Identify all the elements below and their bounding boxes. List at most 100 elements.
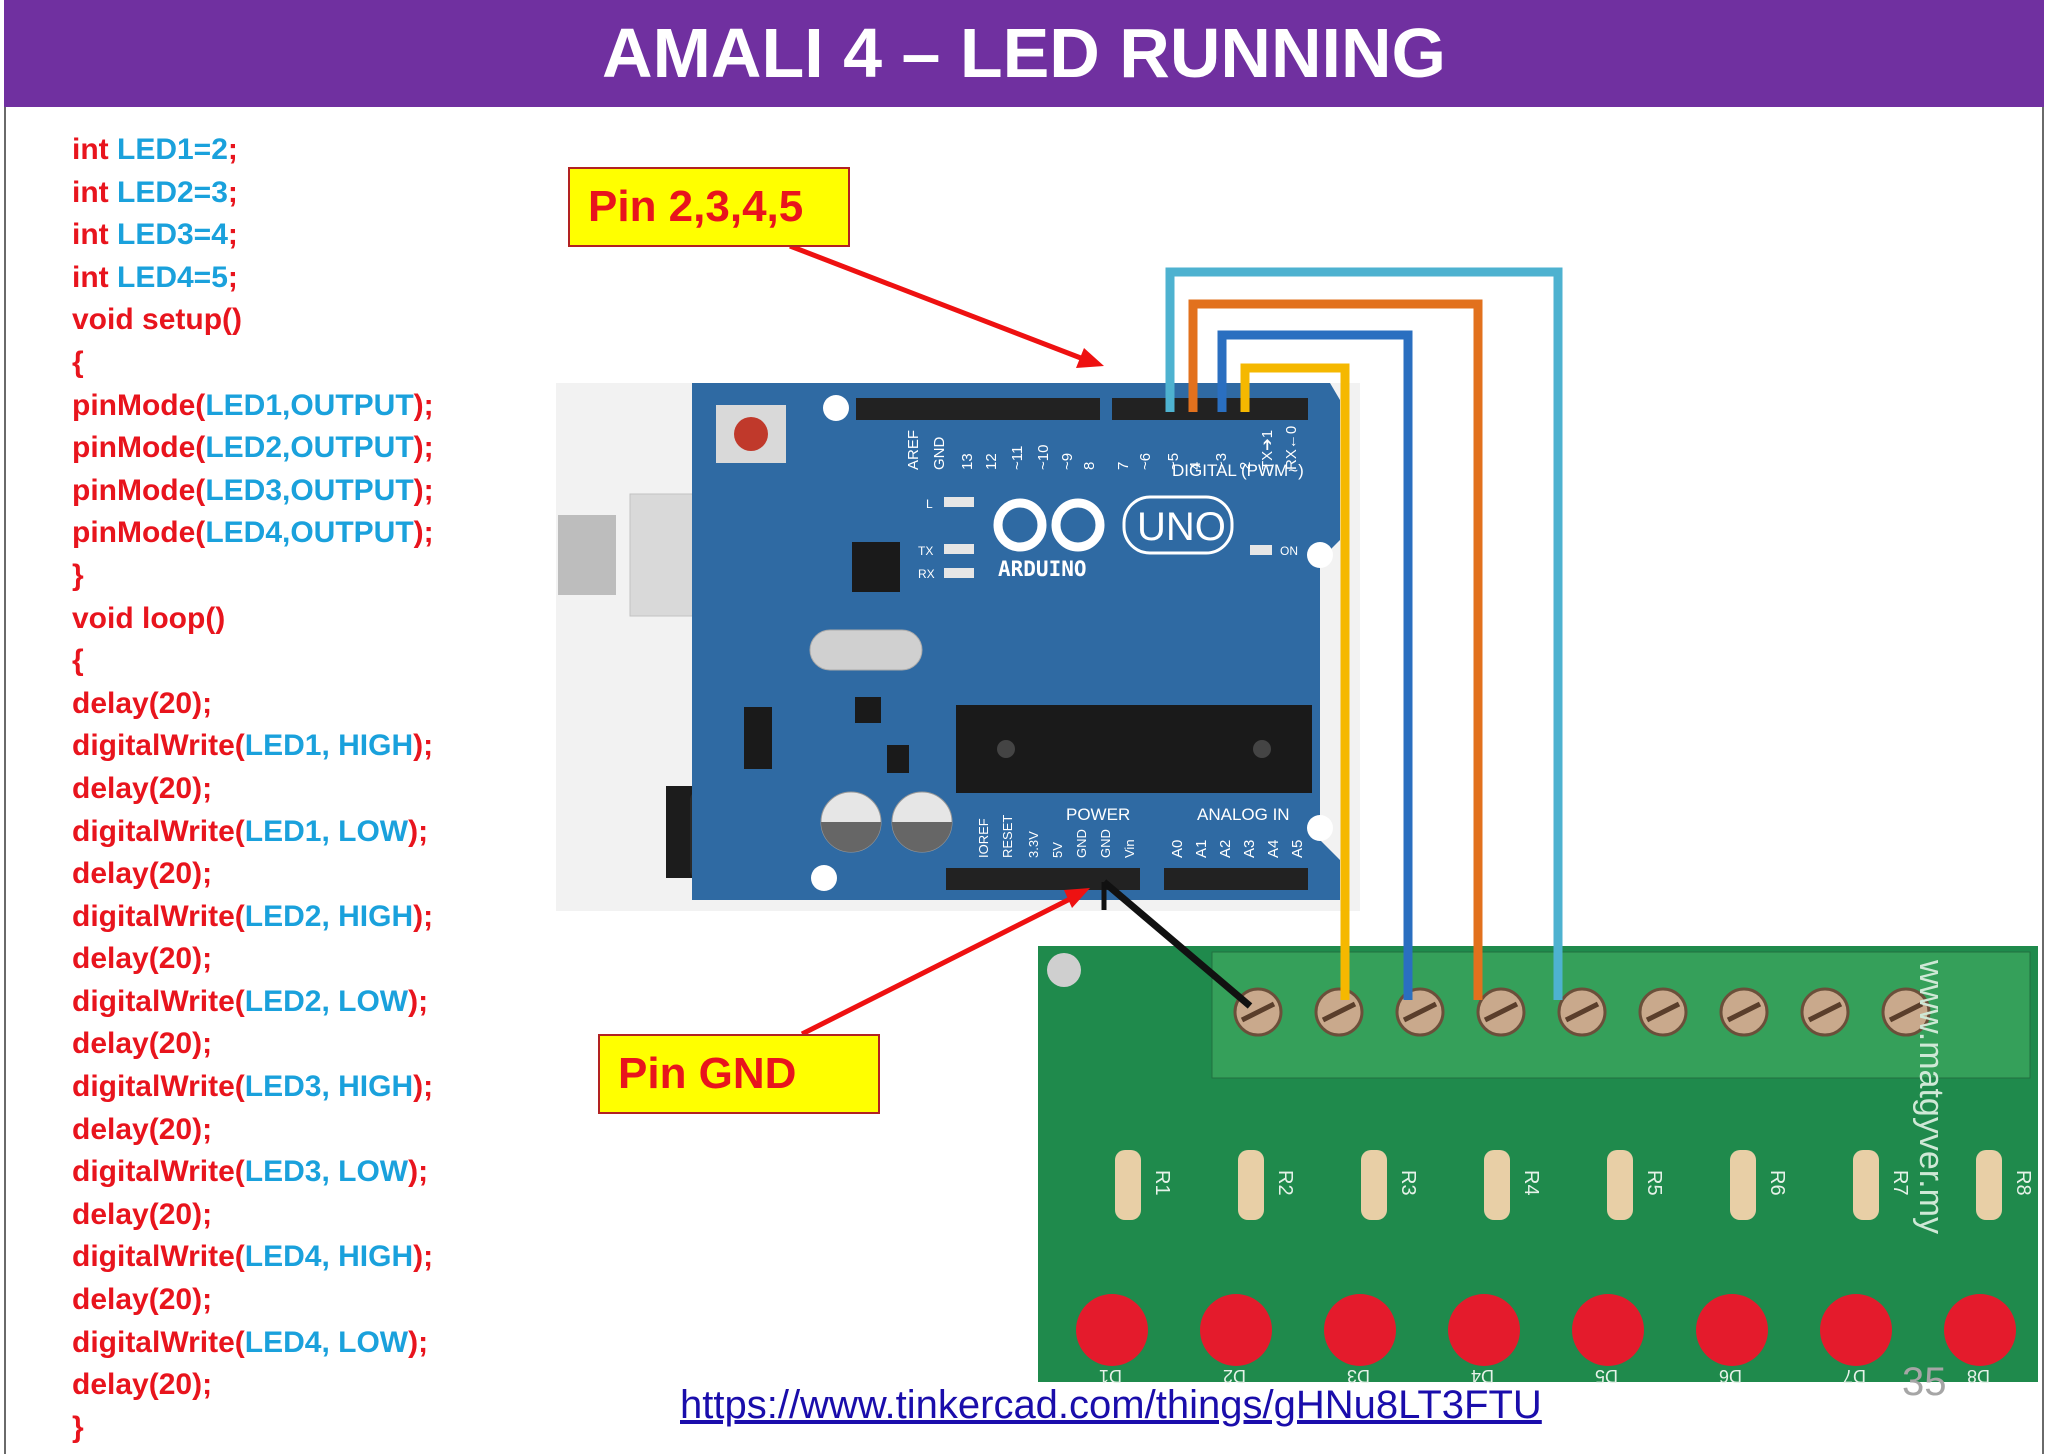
screw-slot	[1402, 1001, 1438, 1023]
code-token: ;	[227, 218, 238, 252]
crystal	[809, 629, 923, 671]
on-label: ON	[1280, 544, 1298, 558]
digital-pin-label: ~5	[1165, 453, 1182, 470]
code-token: pinMode(	[72, 431, 206, 465]
digital-pin-label: RX←0	[1283, 426, 1300, 470]
callout-pins: Pin 2,3,4,5	[568, 167, 850, 247]
digital-pin-label: 2	[1237, 462, 1254, 470]
arduino-logo: ARDUINO	[993, 498, 1105, 581]
digital-header-right	[1112, 398, 1308, 420]
code-token: delay(20);	[72, 771, 213, 805]
small-transistor	[887, 745, 909, 773]
code-token: );	[413, 431, 434, 465]
code-line: pinMode(LED3,OUTPUT);	[72, 470, 434, 513]
code-line: delay(20);	[72, 1364, 434, 1407]
power-header	[946, 868, 1140, 890]
code-line: digitalWrite(LED4, HIGH);	[72, 1236, 434, 1279]
board-watermark: www.matgyver.my	[1912, 959, 1950, 1234]
code-token: LED2, LOW	[244, 984, 409, 1018]
rx-led	[944, 568, 974, 578]
led-label: D8	[1967, 1366, 1990, 1386]
power-pin-label: 5V	[1050, 842, 1065, 858]
resistor-label: R5	[1643, 1170, 1665, 1196]
code-token: void setup()	[72, 303, 242, 337]
wire-pin3	[1217, 330, 1413, 1000]
red-led	[1448, 1294, 1520, 1366]
tinkercad-link[interactable]: https://www.tinkercad.com/things/gHNu8LT…	[680, 1383, 1542, 1427]
code-line: digitalWrite(LED2, HIGH);	[72, 896, 434, 939]
code-token: LED1,OUTPUT	[205, 388, 414, 422]
title-bar: AMALI 4 – LED RUNNING	[4, 0, 2044, 107]
code-token: int	[72, 260, 117, 294]
code-listing: int LED1=2;int LED2=3; int LED3=4; int LED…	[72, 129, 434, 1449]
code-token: LED4,OUTPUT	[205, 516, 414, 550]
resistor	[1976, 1150, 2002, 1220]
callout-gnd: Pin GND	[598, 1034, 880, 1114]
code-token: );	[413, 1070, 434, 1104]
code-token: LED4, LOW	[244, 1325, 409, 1359]
resistor	[1361, 1150, 1387, 1220]
code-token: LED1, LOW	[244, 814, 409, 848]
uno-text: UNO	[1137, 505, 1226, 549]
slide-title: AMALI 4 – LED RUNNING	[602, 14, 1446, 92]
resistor	[1607, 1150, 1633, 1220]
slide-frame	[4, 0, 2044, 1454]
analog-header	[1164, 868, 1308, 890]
digital-header-label: DIGITAL (PWM~)	[1172, 461, 1304, 480]
code-token: LED2,OUTPUT	[205, 431, 414, 465]
red-led	[1944, 1294, 2016, 1366]
board-hole	[1047, 953, 1081, 987]
arrowhead	[1076, 348, 1104, 368]
reset-button	[734, 417, 768, 451]
tx-led	[944, 544, 974, 554]
l-led-label: L	[926, 497, 933, 511]
led-label: D2	[1223, 1366, 1246, 1386]
code-token: );	[413, 729, 434, 763]
led-label: D6	[1719, 1366, 1742, 1386]
code-token: );	[413, 899, 434, 933]
mount-hole	[1307, 815, 1333, 841]
resistor	[1115, 1150, 1141, 1220]
code-token: pinMode(	[72, 388, 206, 422]
screw-slot	[1321, 1001, 1357, 1023]
code-line: delay(20);	[72, 938, 434, 981]
code-line: int LED1=2;	[72, 129, 434, 172]
code-token: );	[413, 473, 434, 507]
code-token: digitalWrite(	[72, 984, 245, 1018]
digital-pin-label: 7	[1115, 462, 1132, 470]
code-line: pinMode(LED2,OUTPUT);	[72, 427, 434, 470]
chip-dot	[1253, 740, 1271, 758]
code-token: LED4, HIGH	[244, 1240, 414, 1274]
code-token: LED3=4	[117, 218, 228, 252]
code-token: ;	[227, 133, 238, 166]
code-token: delay(20);	[72, 857, 213, 891]
resistor-label: R8	[2012, 1170, 2034, 1196]
code-token: LED3, LOW	[244, 1155, 409, 1189]
code-token: delay(20);	[72, 686, 213, 720]
led-label: D1	[1099, 1366, 1122, 1386]
code-line: delay(20);	[72, 853, 434, 896]
tx-label: TX	[918, 544, 933, 558]
analog-pin-label: A4	[1265, 840, 1282, 858]
code-line: delay(20);	[72, 1194, 434, 1237]
resistor-label: R1	[1151, 1170, 1173, 1196]
code-token: digitalWrite(	[72, 1240, 245, 1274]
digital-pin-label: ~10	[1035, 445, 1052, 470]
page-number: 35	[1902, 1360, 1947, 1404]
code-line: int LED2=3;	[72, 172, 434, 215]
code-token: digitalWrite(	[72, 899, 245, 933]
led-label: D5	[1595, 1366, 1618, 1386]
arrow-to-gnd-pin	[800, 895, 1074, 1037]
digital-pin-label: AREF	[905, 430, 922, 470]
screw-slot	[1888, 1001, 1924, 1023]
code-token: digitalWrite(	[72, 814, 245, 848]
arrow-to-digital-pins	[789, 243, 1087, 363]
red-led	[1820, 1294, 1892, 1366]
power-pin-label: Vin	[1122, 839, 1137, 858]
code-token: );	[408, 1325, 429, 1359]
code-token: int	[72, 133, 117, 166]
power-label: POWER	[1066, 805, 1130, 824]
power-pin-label: GND	[1098, 829, 1113, 858]
code-token: digitalWrite(	[72, 1070, 245, 1104]
capacitor-band	[821, 822, 881, 852]
